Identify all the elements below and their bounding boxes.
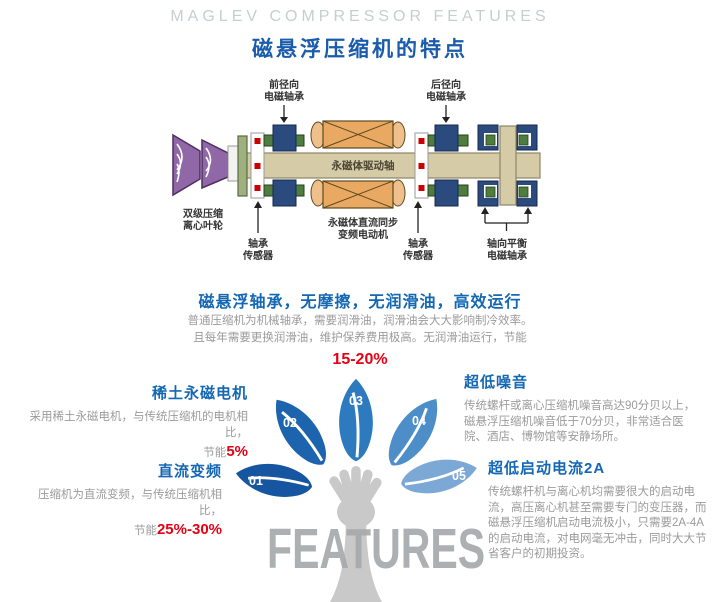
- main-feature-line1: 普通压缩机为机械轴承，需要润滑油，润滑油会大大影响制冷效率。: [187, 315, 533, 327]
- radial-bearing-front-icon: [263, 124, 305, 207]
- leaf-01: 01: [235, 463, 313, 497]
- leaf-vein: [351, 392, 360, 458]
- compressor-diagram: 永磁体驱动轴: [172, 78, 541, 262]
- hand-icon: [329, 466, 382, 602]
- leaf-03: 03: [339, 378, 373, 462]
- feature-dc-inverter: 直流变频 压缩机为直流变频，与传统压缩机相比， 节能25%-30%: [20, 460, 222, 538]
- svg-text:电磁轴承: 电磁轴承: [487, 249, 527, 262]
- page-title-chinese: 磁悬浮压缩机的特点: [252, 36, 468, 61]
- svg-text:前径向: 前径向: [269, 78, 299, 91]
- hand-leaves-graphic: 01 02 03 04: [235, 378, 477, 602]
- feature-low-noise: 超低噪音 传统螺杆或离心压缩机噪音高达90分贝以上，磁悬浮压缩机噪音低于70分贝…: [464, 371, 704, 446]
- sensor-rear-label: 轴承 传感器: [402, 201, 434, 262]
- radial-bearing-rear-icon: [427, 124, 469, 207]
- feature-title: 稀土永磁电机: [151, 385, 248, 402]
- main-feature-savings: 15-20%: [332, 351, 388, 368]
- leaf-shape-icon: [401, 459, 477, 494]
- svg-text:永磁体直流同步: 永磁体直流同步: [327, 216, 398, 229]
- bearing-sensor-front-icon: [250, 132, 265, 199]
- arrow-down-icon: [442, 117, 450, 123]
- main-feature-heading: 磁悬浮轴承，无摩擦，无润滑油，高效运行: [198, 294, 522, 311]
- shaft-label: 永磁体驱动轴: [331, 159, 395, 172]
- svg-text:传感器: 传感器: [242, 249, 274, 262]
- leaf-shape-icon: [339, 378, 373, 462]
- main-feature-section: 磁悬浮轴承，无摩擦，无润滑油，高效运行 普通压缩机为机械轴承，需要润滑油，润滑油…: [0, 288, 720, 369]
- bearing-sensor-rear-icon: [414, 132, 429, 199]
- front-bearing-label: 前径向 电磁轴承: [264, 78, 304, 123]
- arrow-down-icon: [280, 117, 288, 123]
- leaf-number: 04: [412, 414, 426, 428]
- savings-value: 5%: [226, 443, 248, 460]
- arrow-up-icon: [524, 207, 532, 214]
- impeller-label: 双级压缩 离心叶轮: [183, 207, 223, 232]
- axial-bearing-icon: [477, 124, 538, 207]
- feature-title: 超低噪音: [464, 374, 529, 391]
- svg-text:变频电动机: 变频电动机: [338, 228, 388, 241]
- sensor-front-label: 轴承 传感器: [242, 201, 274, 262]
- rear-bearing-label: 后径向 电磁轴承: [426, 78, 466, 123]
- motor-label: 永磁体直流同步 变频电动机: [327, 216, 398, 241]
- leaf-shape-icon: [235, 463, 313, 497]
- leaf-shape-icon: [275, 399, 326, 465]
- motor-coils-icon: [310, 120, 406, 209]
- svg-text:轴承: 轴承: [248, 237, 268, 250]
- features-watermark: FEATURES: [267, 517, 486, 581]
- savings-value: 25%-30%: [156, 521, 222, 538]
- feature-body: 传统螺杆或离心压缩机噪音高达90分贝以上，磁悬浮压缩机噪音低于70分贝，非常适合…: [464, 400, 696, 443]
- savings-prefix: 节能: [203, 447, 227, 459]
- svg-text:传感器: 传感器: [402, 249, 434, 262]
- feature-body: 压缩机为直流变频，与传统压缩机相比，: [38, 489, 222, 517]
- main-feature-line2: 且每年需要更换润滑油，维护保养费用极高。无润滑油运行，节能: [193, 332, 527, 344]
- feature-body: 采用稀土永磁电机，与传统压缩机的电机相比，: [29, 411, 249, 439]
- feature-title: 超低启动电流2A: [488, 460, 606, 477]
- feature-body: 传统螺杆机与离心机均需要很大的启动电流，高压离心机甚至需要专门的变压器，而磁悬浮…: [488, 486, 707, 560]
- leaf-number: 01: [249, 474, 263, 488]
- leaf-02: 02: [275, 399, 326, 465]
- arrow-up-icon: [481, 207, 489, 214]
- leaf-number: 05: [452, 469, 466, 483]
- page-title-english: MAGLEV COMPRESSOR FEATURES: [170, 8, 550, 25]
- svg-text:轴承: 轴承: [408, 237, 428, 250]
- leaf-number: 03: [349, 394, 363, 408]
- feature-rare-earth-motor: 稀土永磁电机 采用稀土永磁电机，与传统压缩机的电机相比， 节能5%: [20, 382, 249, 460]
- leaf-vein: [404, 466, 465, 486]
- arrow-up-icon: [254, 201, 262, 208]
- svg-text:轴向平衡: 轴向平衡: [487, 237, 527, 250]
- leaf-04: 04: [388, 398, 438, 466]
- svg-text:后径向: 后径向: [431, 78, 461, 91]
- feature-low-start-current: 超低启动电流2A 传统螺杆机与离心机均需要很大的启动电流，高压离心机甚至需要专门…: [488, 457, 714, 563]
- leaf-vein: [281, 411, 324, 462]
- axial-bearing-label: 轴向平衡 电磁轴承: [481, 207, 532, 262]
- feature-savings-line: 节能25%-30%: [20, 521, 222, 538]
- savings-prefix: 节能: [133, 525, 157, 537]
- impeller-icon: [172, 133, 248, 197]
- feature-title: 直流变频: [157, 463, 222, 480]
- leaf-vein: [393, 407, 428, 464]
- svg-text:离心叶轮: 离心叶轮: [183, 219, 223, 232]
- arrow-up-icon: [414, 201, 422, 208]
- svg-text:双级压缩: 双级压缩: [183, 207, 223, 220]
- leaf-vein: [248, 476, 309, 487]
- leaf-05: 05: [401, 459, 477, 494]
- feature-savings-line: 节能5%: [20, 443, 248, 460]
- svg-text:电磁轴承: 电磁轴承: [426, 90, 466, 103]
- svg-text:电磁轴承: 电磁轴承: [264, 90, 304, 103]
- leaf-number: 02: [283, 416, 297, 430]
